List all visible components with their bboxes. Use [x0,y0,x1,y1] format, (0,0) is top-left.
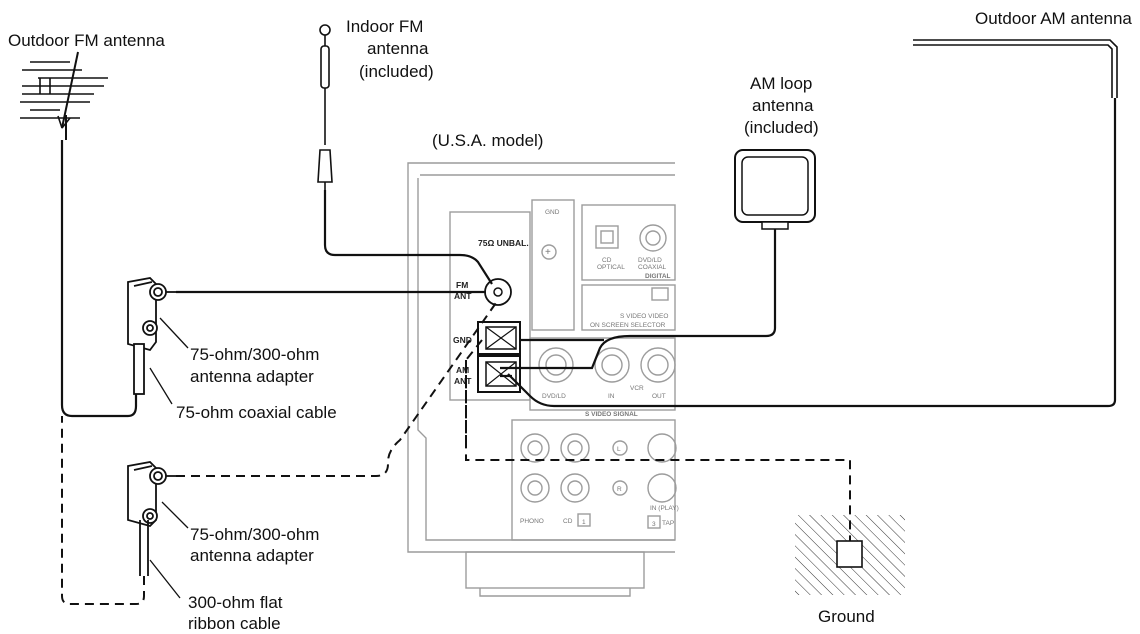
coaxial-jack-icon [639,224,667,252]
svg-text:OUT: OUT [652,393,666,400]
svg-text:L: L [617,446,621,453]
indoor-fm-antenna-label-3: (included) [359,62,434,81]
panel-fm-ant-label: ANT [454,291,472,301]
svg-text:+: + [545,247,551,258]
svg-text:S VIDEO SIGNAL: S VIDEO SIGNAL [585,411,638,418]
gnd-screw-icon [541,244,557,260]
svg-text:3: 3 [652,521,656,528]
svg-text:DVD/LD: DVD/LD [542,393,566,400]
svideo-jack-icon [538,347,574,383]
coaxial-cable-label: 75-ohm coaxial cable [176,403,337,422]
antenna-terminal-block [449,211,531,401]
rca-jack-icon [560,433,590,463]
panel-fm-label: FM [456,280,468,290]
svg-text:CD: CD [602,257,612,264]
optical-jack-icon [595,225,619,249]
gnd-terminal-icon [477,321,521,355]
svideo-jack-icon [594,347,630,383]
receiver-rear-panel [407,162,676,597]
outdoor-am-antenna-icon [913,39,1118,98]
antenna-adapter-top-icon [127,277,176,395]
indoor-fm-antenna-label-2: antenna [367,39,429,58]
dashed-wires [61,299,852,605]
svg-text:OPTICAL: OPTICAL [597,264,625,271]
am-loop-antenna-label-1: AM loop [750,74,812,93]
adapter-top-label-1: 75-ohm/300-ohm [190,345,319,364]
adapter-bottom-label-1: 75-ohm/300-ohm [190,525,319,544]
svg-text:S VIDEO VIDEO: S VIDEO VIDEO [620,313,668,320]
pointer-lines [149,317,189,599]
svg-text:1: 1 [582,519,586,526]
panel-am-ant-label: ANT [454,376,472,386]
svg-text:DIGITAL: DIGITAL [645,273,671,280]
rca-jack-icon [520,473,550,503]
wires [60,98,1117,418]
svg-text:TAP: TAP [662,520,674,527]
svg-text:DVD/LD: DVD/LD [638,257,662,264]
svg-text:ON SCREEN SELECTOR: ON SCREEN SELECTOR [590,322,666,329]
svg-text:COAXIAL: COAXIAL [638,264,667,271]
ribbon-cable-label-2: ribbon cable [188,614,281,633]
indoor-fm-antenna-icon [317,24,333,190]
ground-label: Ground [818,607,875,626]
am-ant-terminal-icon [477,355,521,393]
svg-text:IN (PLAY): IN (PLAY) [650,505,679,512]
panel-gnd-label: GND [453,335,472,345]
svg-text:CD: CD [563,518,573,525]
svg-text:IN: IN [608,393,615,400]
svg-text:R: R [617,486,622,493]
am-loop-antenna-label-2: antenna [752,96,814,115]
panel-am-label: AM [456,365,469,375]
am-loop-antenna-label-3: (included) [744,118,819,137]
rca-jack-icon [647,433,677,463]
svg-text:VCR: VCR [630,385,644,392]
panel-gnd-top-label: GND [545,209,560,216]
svg-text:PHONO: PHONO [520,518,544,525]
outdoor-fm-antenna-label: Outdoor FM antenna [8,31,165,50]
rca-jack-icon [647,473,677,503]
outdoor-fm-antenna-icon [20,51,108,140]
antenna-adapter-bottom-icon [127,461,176,576]
outdoor-am-antenna-label: Outdoor AM antenna [975,9,1132,28]
rca-jack-icon [520,433,550,463]
indoor-fm-antenna-label-1: Indoor FM [346,17,423,36]
ribbon-cable-label-1: 300-ohm flat [188,593,283,612]
rca-jack-icon [560,473,590,503]
adapter-bottom-label-2: antenna adapter [190,546,314,565]
selector-switch-icon [651,287,669,301]
fm-ant-jack-icon [484,278,512,306]
usa-model-label: (U.S.A. model) [432,131,543,150]
am-loop-antenna-icon [734,149,816,230]
adapter-top-label-2: antenna adapter [190,367,314,386]
svideo-jack-icon [640,347,676,383]
panel-unbal-label: 75Ω UNBAL. [478,238,529,248]
